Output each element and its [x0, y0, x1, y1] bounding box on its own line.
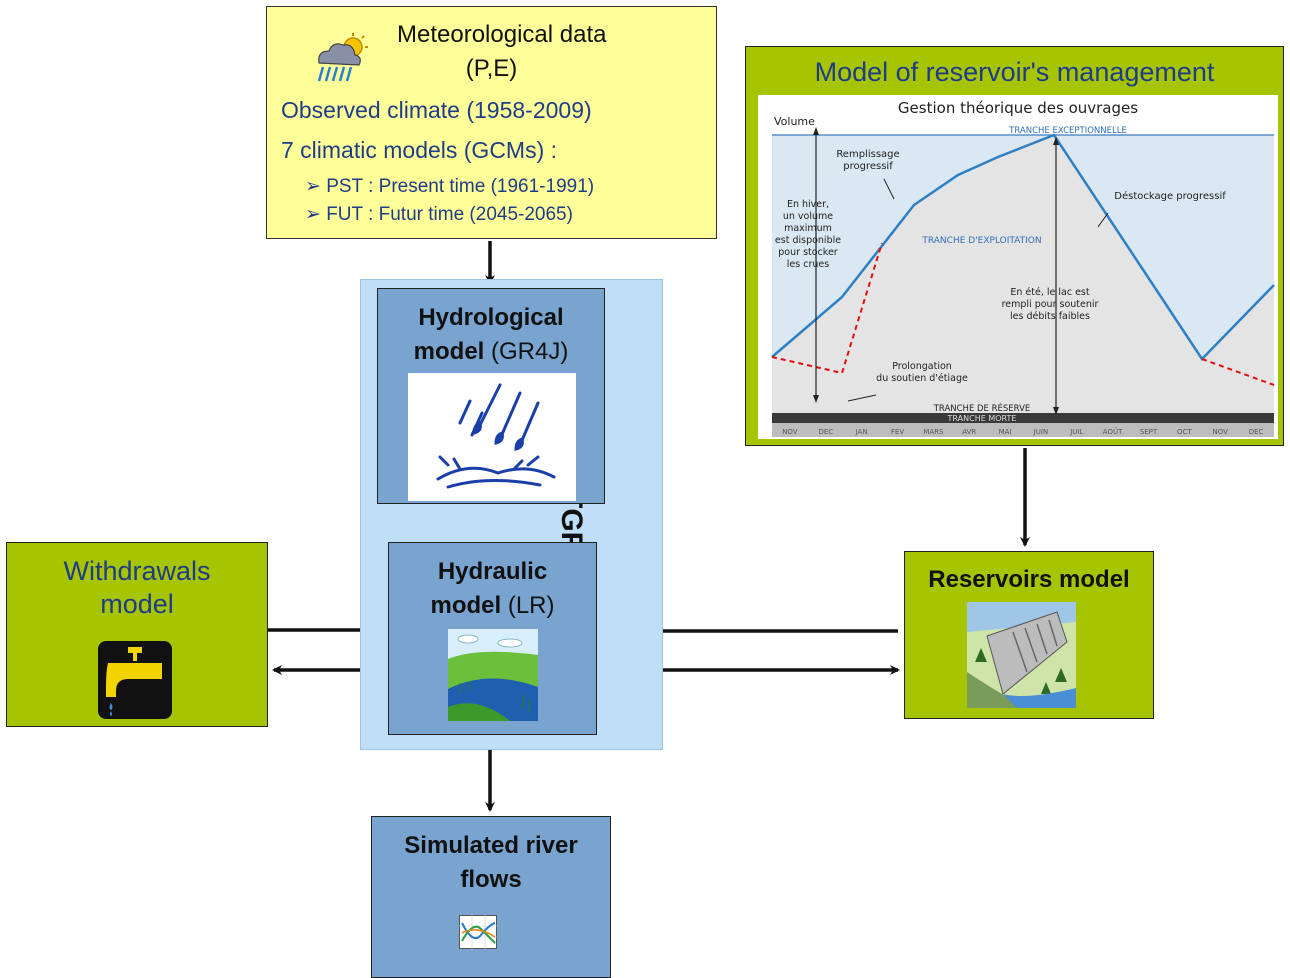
dam-icon	[967, 602, 1076, 708]
water-tap-icon	[98, 641, 172, 719]
month-tick-label: JUIN	[1033, 428, 1049, 436]
weather-rain-cloud-icon	[317, 33, 368, 82]
annotation-winter-1: En hiver,	[787, 199, 829, 210]
month-tick-label: JAN	[855, 428, 868, 436]
annotation-fill-2: progressif	[843, 161, 893, 172]
reservoir-management-box: Model of reservoir's management Gestion …	[745, 46, 1284, 446]
month-tick-label: NOV	[782, 428, 798, 436]
reservoirs-model-box: Reservoirs model	[904, 551, 1154, 719]
annotation-winter-3: maximum	[784, 223, 832, 234]
month-tick-label: AOÛT	[1103, 427, 1123, 436]
bullet-arrow-icon: ➢	[305, 176, 327, 197]
month-tick-label: DEC	[818, 428, 833, 436]
month-tick-label: SEPT	[1140, 428, 1158, 436]
observed-climate-text: Observed climate (1958-2009)	[281, 97, 592, 123]
annotation-winter-4: est disponible	[775, 235, 841, 246]
bullet-pst: ➢ PST : Present time (1961-1991)	[305, 176, 595, 197]
annotation-summer-1: En été, le lac est	[1010, 287, 1089, 298]
month-tick-label: AVR	[962, 428, 976, 436]
bullet-fut: ➢ FUT : Futur time (2045-2065)	[305, 204, 573, 225]
raindrops-splash-icon	[408, 373, 576, 501]
gcms-text: 7 climatic models (GCMs) :	[281, 137, 558, 163]
management-chart: Gestion théorique des ouvrages Volume TR…	[758, 95, 1278, 439]
band-exceptional: TRANCHE EXCEPTIONNELLE	[1008, 126, 1127, 136]
month-tick-label: OCT	[1177, 428, 1192, 436]
band-operating: TRANCHE D'EXPLOITATION	[921, 236, 1041, 246]
band-reserve: TRANCHE DE RÉSERVE	[933, 402, 1031, 414]
reservoirs-title: Reservoirs model	[928, 566, 1130, 593]
month-tick-label: MAI	[999, 428, 1012, 436]
month-tick-label: DEC	[1249, 428, 1264, 436]
bullet-arrow-icon: ➢	[305, 204, 327, 225]
annotation-prolong-1: Prolongation	[892, 361, 952, 372]
line-graph-icon	[459, 915, 497, 949]
month-tick-label: FEV	[891, 428, 904, 436]
meteorological-data-box: Meteorological data (P,E) Observed clima…	[266, 6, 717, 239]
management-title: Model of reservoir's management	[814, 57, 1215, 87]
chart-title: Gestion théorique des ouvrages	[898, 99, 1138, 117]
annotation-summer-3: les débits faibles	[1010, 311, 1090, 322]
annotation-winter-5: pour stocker	[778, 247, 838, 258]
annotation-summer-2: rempli pour soutenir	[1002, 299, 1099, 310]
meteo-title: Meteorological data	[397, 21, 607, 48]
annotation-prolong-2: du soutien d'étiage	[876, 373, 968, 384]
annotation-winter-6: les crues	[787, 259, 829, 270]
annotation-winter-2: un volume	[783, 211, 833, 222]
month-tick-label: NOV	[1212, 428, 1228, 436]
annotation-release: Déstockage progressif	[1114, 190, 1226, 202]
month-tick-label: MARS	[923, 428, 944, 436]
month-tick-label: JUIL	[1069, 428, 1083, 436]
meteo-subtitle: (P,E)	[465, 55, 518, 82]
reservoir-rule-curve-chart: Gestion théorique des ouvrages Volume TR…	[771, 99, 1275, 437]
rule-curve-line	[771, 133, 1275, 361]
river-landscape-icon	[448, 629, 538, 721]
band-dead: TRANCHE MORTE	[947, 414, 1017, 423]
prolongation-dashed-line	[771, 242, 883, 375]
end-dashed-line	[1201, 358, 1275, 386]
annotation-fill-1: Remplissage	[836, 149, 899, 160]
chart-ylabel: Volume	[774, 115, 815, 128]
